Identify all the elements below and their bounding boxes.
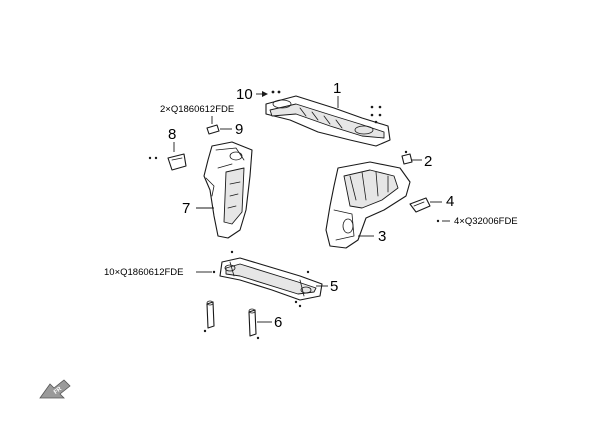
callout-5: 5 xyxy=(330,278,338,295)
callout-1: 1 xyxy=(333,80,341,97)
part-9-clip xyxy=(206,124,220,135)
callout-6: 6 xyxy=(274,314,282,331)
callout-2: 2 xyxy=(424,153,432,170)
part-4-bolt xyxy=(436,219,440,223)
note-5-fastener: 10×Q1860612FDE xyxy=(104,267,184,278)
part-5-bolt xyxy=(294,300,298,304)
callout-10: 10 xyxy=(236,86,253,103)
fr-label: FR xyxy=(53,386,64,396)
part-8-bolt xyxy=(148,156,152,160)
callout-7: 7 xyxy=(182,200,190,217)
part-4-detail xyxy=(413,201,425,207)
part-10-bolt xyxy=(277,90,281,94)
front-direction-arrow-icon: FR xyxy=(39,379,71,399)
part-5-lower-tie-bar xyxy=(219,257,323,301)
part-2-clip xyxy=(401,153,413,165)
part-7-left-side-support xyxy=(203,141,253,239)
part-5-bolt xyxy=(306,270,310,274)
leader-10-arrow-icon xyxy=(262,91,268,97)
callout-3: 3 xyxy=(378,228,386,245)
note-4-fastener: 4×Q32006FDE xyxy=(454,216,518,227)
callout-4: 4 xyxy=(446,193,454,210)
part-6-right-rod xyxy=(248,308,260,340)
part-8-detail xyxy=(171,157,183,161)
part-8-bolt xyxy=(154,156,158,160)
callout-9: 9 xyxy=(235,121,243,138)
part-3-right-side-support xyxy=(325,161,411,249)
callout-8: 8 xyxy=(168,126,176,143)
part-8-bracket xyxy=(167,153,187,171)
part-1-upper-tie-bar xyxy=(265,95,391,147)
part-5-bolt xyxy=(230,250,234,254)
part-5-bolt xyxy=(298,304,302,308)
part-4-bracket xyxy=(409,197,431,213)
part-2-bolt xyxy=(404,150,408,154)
part-1-fastener-dots xyxy=(370,105,382,124)
part-5-note-bolt xyxy=(212,270,216,274)
note-9-fastener: 2×Q1860612FDE xyxy=(160,104,234,115)
part-10-bolt xyxy=(271,90,275,94)
part-6-left-rod xyxy=(203,300,215,333)
